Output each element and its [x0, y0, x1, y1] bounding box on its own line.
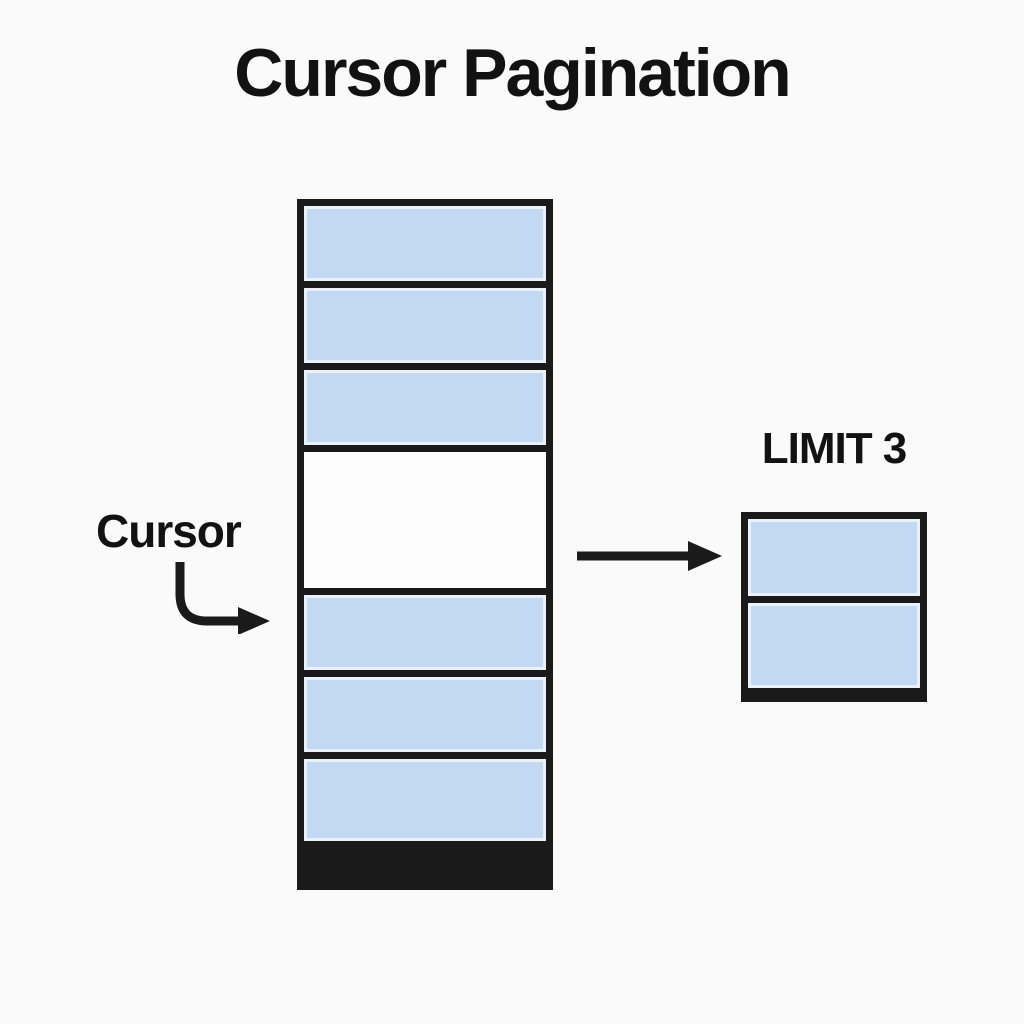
record-row — [304, 288, 546, 370]
main-list-stack — [297, 199, 553, 890]
limit-label: LIMIT 3 — [761, 424, 908, 473]
record-row — [304, 759, 546, 841]
record-row — [748, 519, 920, 603]
cursor-position-row — [304, 452, 546, 595]
page-title: Cursor Pagination — [234, 35, 791, 111]
flow-arrow-right-icon — [577, 541, 722, 571]
cursor-label: Cursor — [96, 505, 242, 557]
result-list-stack — [741, 512, 927, 702]
record-row — [304, 370, 546, 452]
record-row — [304, 595, 546, 677]
cursor-elbow-arrow-icon — [175, 562, 270, 634]
record-row — [304, 206, 546, 288]
record-row — [304, 677, 546, 759]
record-row — [748, 603, 920, 688]
